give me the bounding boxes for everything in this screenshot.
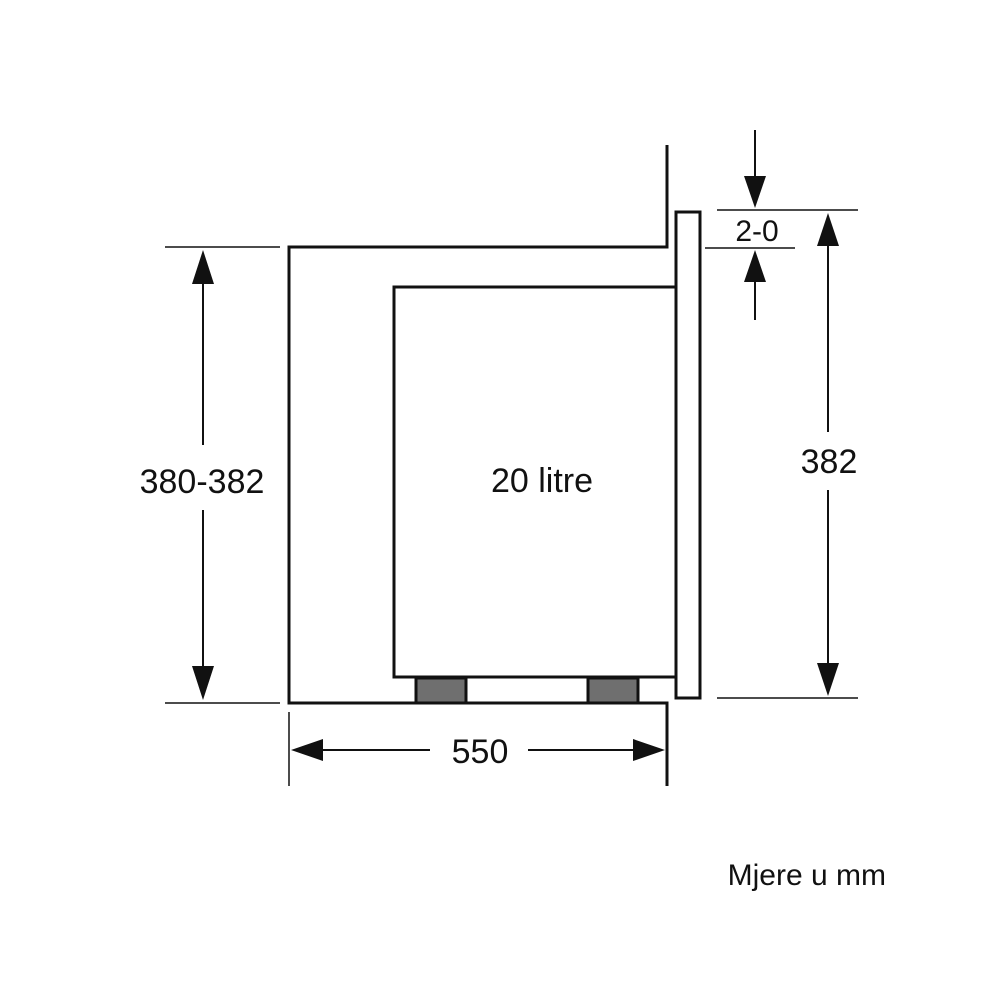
arrow-down-icon xyxy=(817,663,839,696)
dimension-height-niche: 380-382 xyxy=(140,250,265,700)
height-door-label: 382 xyxy=(801,443,858,481)
extension-lines xyxy=(165,209,858,786)
arrow-right-icon xyxy=(633,739,665,761)
gap-label: 2-0 xyxy=(735,215,778,248)
dimension-height-door: 382 xyxy=(801,213,858,696)
arrow-down-icon xyxy=(192,666,214,700)
foot-right xyxy=(586,676,640,705)
appliance-door xyxy=(674,210,702,700)
arrow-up-icon xyxy=(744,250,766,282)
arrow-up-icon xyxy=(817,213,839,246)
arrow-down-icon xyxy=(744,176,766,208)
appliance-body xyxy=(392,210,702,700)
units-note: Mjere u mm xyxy=(728,859,886,892)
dimension-gap: 2-0 xyxy=(735,130,779,320)
niche-wall xyxy=(287,145,669,786)
appliance-feet xyxy=(414,676,640,705)
arrow-left-icon xyxy=(291,739,323,761)
foot-left xyxy=(414,676,468,705)
dimension-depth: 550 xyxy=(291,733,665,771)
depth-label: 550 xyxy=(452,733,509,771)
niche-outline xyxy=(287,145,669,786)
cavity-label: 20 litre xyxy=(491,462,593,500)
height-niche-label: 380-382 xyxy=(140,463,265,501)
arrow-up-icon xyxy=(192,250,214,284)
